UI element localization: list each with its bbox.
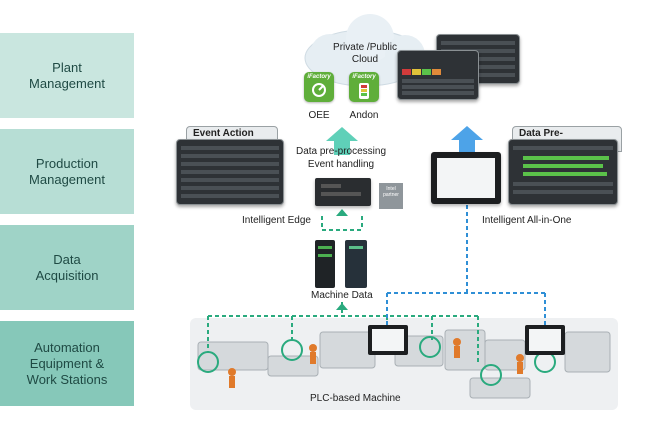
layer-label: Production Management	[29, 155, 105, 187]
oee-label: OEE	[308, 110, 330, 121]
controller-device	[345, 240, 367, 288]
app-brand: iFactory	[352, 74, 376, 80]
arrow-up-small-green-icon	[336, 209, 348, 310]
io-module-device	[315, 240, 335, 288]
cloud-dashboard-front	[397, 50, 479, 100]
blue-dashed-network	[386, 205, 546, 325]
layer-label: Plant Management	[29, 59, 105, 91]
edge-computer	[315, 178, 371, 206]
andon-app-icon[interactable]: iFactory	[349, 72, 379, 102]
green-dashed-network	[207, 216, 479, 365]
oee-app-icon[interactable]: iFactory	[304, 72, 334, 102]
hmi-panel-right	[525, 325, 565, 355]
layer-label: Data Acquisition	[35, 251, 99, 283]
badge-text: Intel partner	[383, 186, 399, 198]
layer-data-acquisition: Data Acquisition	[0, 225, 134, 310]
machine-data-label: Machine Data	[311, 290, 373, 301]
hmi-panel-left	[368, 325, 408, 355]
andon-label: Andon	[349, 110, 379, 121]
cloud-label: Private /Public Cloud	[333, 42, 397, 65]
app-brand: iFactory	[307, 74, 331, 80]
edge-label: Intelligent Edge	[242, 215, 311, 226]
green-probe-circles	[197, 336, 556, 386]
edge-process-text: Data pre-processing Event handling	[295, 146, 387, 170]
layer-production-management: Production Management	[0, 129, 134, 214]
layer-label: Automation Equipment & Work Stations	[26, 339, 108, 387]
arrow-up-green-icon	[326, 127, 358, 155]
allinone-label: Intelligent All-in-One	[482, 215, 572, 226]
signal-light-icon	[359, 83, 369, 99]
event-action-dashboard	[176, 139, 284, 205]
gauge-icon	[312, 83, 326, 97]
arrow-up-blue-icon	[451, 126, 483, 154]
layer-plant-management: Plant Management	[0, 33, 134, 118]
worker-figures	[228, 338, 524, 388]
allinone-device	[431, 152, 501, 204]
plc-label: PLC-based Machine	[310, 393, 401, 404]
layer-automation: Automation Equipment & Work Stations	[0, 321, 134, 406]
data-preprocessing-dashboard	[508, 139, 618, 205]
intel-partner-badge: Intel partner	[379, 183, 403, 209]
